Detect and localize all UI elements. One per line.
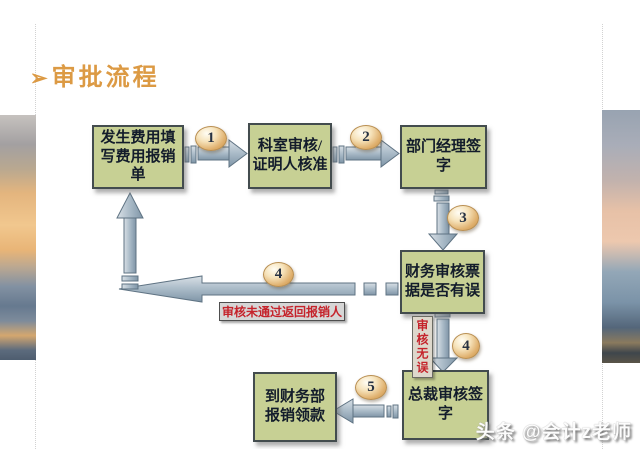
flow-box-dept-review: 科室审核/ 证明人核准 [248, 123, 332, 189]
flow-box-finance-check: 财务审核票 据是否有误 [400, 250, 485, 314]
annotation-approve-label: 审核无误 [412, 316, 433, 378]
flow-box-payment: 到财务部 报销领款 [253, 372, 337, 442]
annotation-reject-label: 审核未通过返回报销人 [219, 302, 345, 321]
sunset-photo-left [0, 115, 36, 360]
arrow-return-up [116, 191, 144, 290]
sunset-photo-right [602, 110, 640, 363]
step-badge-4-approve: 4 [452, 333, 480, 359]
arrow-step-2 [332, 139, 400, 168]
arrow-step-4-return [118, 275, 399, 303]
flow-box-manager-sign: 部门经理签 字 [400, 125, 487, 189]
flow-box-expense: 发生费用填 写费用报销 单 [92, 125, 184, 189]
arrow-step-5 [332, 398, 399, 424]
arrow-bullet-icon: ➢ [30, 65, 48, 90]
step-badge-4-return: 4 [263, 262, 294, 287]
page-title: ➢ 审批流程 [30, 66, 160, 90]
step-badge-2: 2 [350, 125, 382, 150]
watermark-text: 头条 @会计z老师 [475, 422, 632, 443]
step-badge-5: 5 [355, 375, 387, 400]
step-badge-3: 3 [447, 205, 479, 231]
step-badge-1: 1 [195, 126, 227, 151]
flow-box-ceo-sign: 总裁审核签 字 [402, 370, 489, 440]
page-title-text: 审批流程 [51, 65, 160, 91]
